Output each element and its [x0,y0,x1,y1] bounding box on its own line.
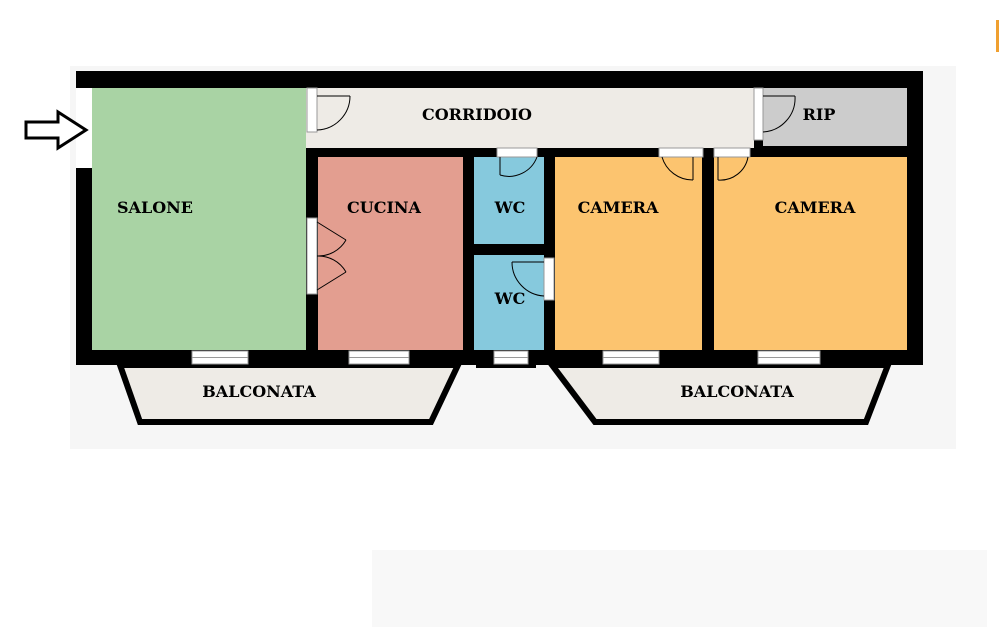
background-panel-lower [372,550,987,627]
room-camera-1 [555,157,702,350]
label-salone: SALONE [117,198,193,217]
room-corridoio [306,88,754,148]
corner-mark [996,20,999,52]
room-cucina [318,157,463,350]
label-rip: RIP [803,105,836,124]
label-camera-1: CAMERA [578,198,659,217]
arrow-right-icon [24,109,89,151]
room-wc-top [474,157,544,244]
room-salone [92,88,306,350]
room-wc-bottom [474,255,544,350]
windows [191,350,821,365]
label-wc-top: WC [494,198,526,217]
room-rip [763,88,907,146]
label-corridoio: CORRIDOIO [422,105,532,124]
label-cucina: CUCINA [347,198,422,217]
balcony-left [115,362,463,425]
label-wc-bottom: WC [494,289,526,308]
balcony-right [545,362,893,425]
label-camera-2: CAMERA [775,198,856,217]
doors [306,87,796,301]
label-balconata-left: BALCONATA [202,382,316,401]
room-camera-2 [714,157,907,350]
label-balconata-right: BALCONATA [680,382,794,401]
